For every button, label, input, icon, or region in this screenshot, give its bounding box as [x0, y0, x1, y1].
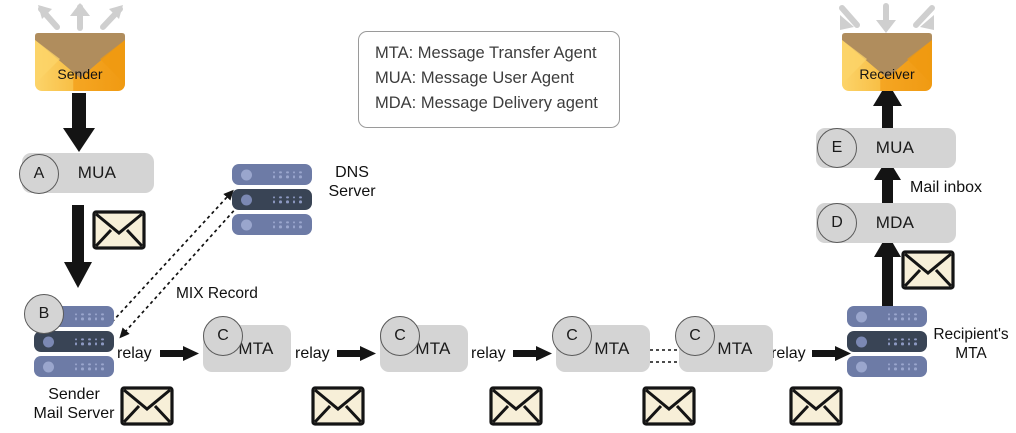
rack-dots	[887, 312, 919, 321]
rack-led	[241, 219, 252, 230]
rack-dots	[887, 362, 919, 371]
mix-record-label: MIX Record	[176, 285, 258, 302]
rack-led	[241, 194, 252, 205]
dns-server-label: DNS Server	[322, 163, 382, 201]
receiver-incoming-arrowheads	[840, 15, 934, 33]
rack-dots	[272, 170, 304, 179]
recipient-mta-rack[interactable]	[847, 306, 927, 378]
dns-rack-unit-mid	[232, 189, 312, 210]
recipient-rack-unit-mid	[847, 331, 927, 352]
node-recipient-mda-label: MDA	[875, 213, 915, 232]
relay-label-1: relay	[117, 345, 152, 362]
acronym-legend: MTA: Message Transfer Agent MUA: Message…	[358, 31, 620, 128]
sender-server-line2: Mail Server	[33, 405, 115, 422]
sender-server-line1: Sender	[48, 386, 100, 403]
step-badge-c-2: C	[380, 316, 420, 356]
rack-led	[856, 361, 867, 372]
sender-envelope-icon	[35, 33, 125, 91]
recipient-mta-line2: MTA	[955, 345, 987, 362]
rack-led	[43, 361, 54, 372]
step-badge-e-text: E	[831, 139, 843, 156]
rack-dots	[887, 337, 919, 346]
sender-outgoing-arrowheads	[38, 3, 123, 19]
node-mta-2-label: MTA	[415, 338, 451, 358]
step-badge-c-4-text: C	[689, 327, 701, 344]
sender-mail-server-label: Sender Mail Server	[8, 385, 140, 423]
sender-rack-unit-mid	[34, 331, 114, 352]
sender-rack-unit-bottom	[34, 356, 114, 377]
receiver-envelope: Receiver	[842, 33, 932, 91]
dns-query-arrow	[111, 189, 234, 323]
recipient-mta-label: Recipient's MTA	[928, 325, 1014, 363]
rack-led	[241, 169, 252, 180]
arrow-mda-to-mua	[874, 158, 901, 204]
step-badge-c-1-text: C	[217, 327, 229, 344]
recipient-mta-line1: Recipient's	[933, 326, 1009, 343]
step-badge-c-2-text: C	[394, 327, 406, 344]
mail-icon-sender-mailserver	[120, 386, 174, 426]
sender-mail-server-rack[interactable]	[34, 306, 114, 378]
rack-led	[856, 311, 867, 322]
dns-response-arrow	[119, 205, 239, 339]
step-badge-c-4: C	[675, 316, 715, 356]
relay-arrow-2	[337, 346, 376, 361]
step-badge-e: E	[817, 128, 857, 168]
node-mta-1-label: MTA	[238, 338, 274, 358]
mail-inbox-label: Mail inbox	[910, 179, 983, 196]
dns-rack-unit-bottom	[232, 214, 312, 235]
rack-dots	[74, 337, 106, 346]
mail-icon-mta-3	[642, 386, 696, 426]
node-mta-3-label: MTA	[594, 338, 630, 358]
relay-arrow-3	[513, 346, 552, 361]
mail-icon-recipient-mta	[901, 250, 955, 290]
sender-envelope-label: Sender	[57, 66, 103, 82]
mta-ellipsis-connector	[650, 349, 679, 363]
step-badge-c-3-text: C	[566, 327, 578, 344]
rack-led	[43, 336, 54, 347]
relay-arrow-1	[160, 346, 199, 361]
arrow-mua-to-receiver	[873, 82, 902, 132]
mail-icon-mta-2	[489, 386, 543, 426]
rack-dots	[272, 220, 304, 229]
relay-label-3: relay	[471, 345, 506, 362]
step-badge-b-text: B	[38, 305, 50, 322]
dns-server-rack[interactable]	[232, 164, 312, 236]
sender-envelope: Sender	[35, 33, 125, 91]
arrow-recipientmta-to-mda	[874, 234, 901, 314]
step-badge-d: D	[817, 203, 857, 243]
node-recipient-mua-label: MUA	[875, 138, 915, 157]
dns-label-line2: Server	[328, 183, 376, 200]
rack-dots	[272, 195, 304, 204]
mail-icon-after-mua-a	[92, 210, 146, 250]
legend-line-mda: MDA: Message Delivery agent	[375, 94, 598, 112]
relay-label-2: relay	[295, 345, 330, 362]
receiver-envelope-icon	[842, 33, 932, 91]
arrow-mua-to-mailserver	[64, 205, 92, 288]
mail-icon-mta-1	[311, 386, 365, 426]
legend-line-mua: MUA: Message User Agent	[375, 69, 574, 87]
rack-dots	[74, 362, 106, 371]
receiver-envelope-label: Receiver	[859, 66, 915, 82]
step-badge-a-text: A	[33, 165, 45, 182]
recipient-rack-unit-bottom	[847, 356, 927, 377]
relay-arrow-4	[812, 346, 851, 361]
step-badge-d-text: D	[831, 214, 843, 231]
step-badge-c-1: C	[203, 316, 243, 356]
relay-label-4: relay	[771, 345, 806, 362]
step-badge-c-3: C	[552, 316, 592, 356]
rack-dots	[74, 312, 106, 321]
step-badge-b: B	[24, 294, 64, 334]
legend-line-mta: MTA: Message Transfer Agent	[375, 44, 597, 62]
arrow-sender-to-mua	[63, 93, 95, 152]
node-sender-mua-label: MUA	[77, 163, 117, 182]
node-mta-4-label: MTA	[717, 338, 753, 358]
step-badge-a: A	[19, 154, 59, 194]
dns-label-line1: DNS	[335, 164, 369, 181]
dns-rack-unit-top	[232, 164, 312, 185]
recipient-rack-unit-top	[847, 306, 927, 327]
rack-led	[856, 336, 867, 347]
mail-icon-mta-4	[789, 386, 843, 426]
